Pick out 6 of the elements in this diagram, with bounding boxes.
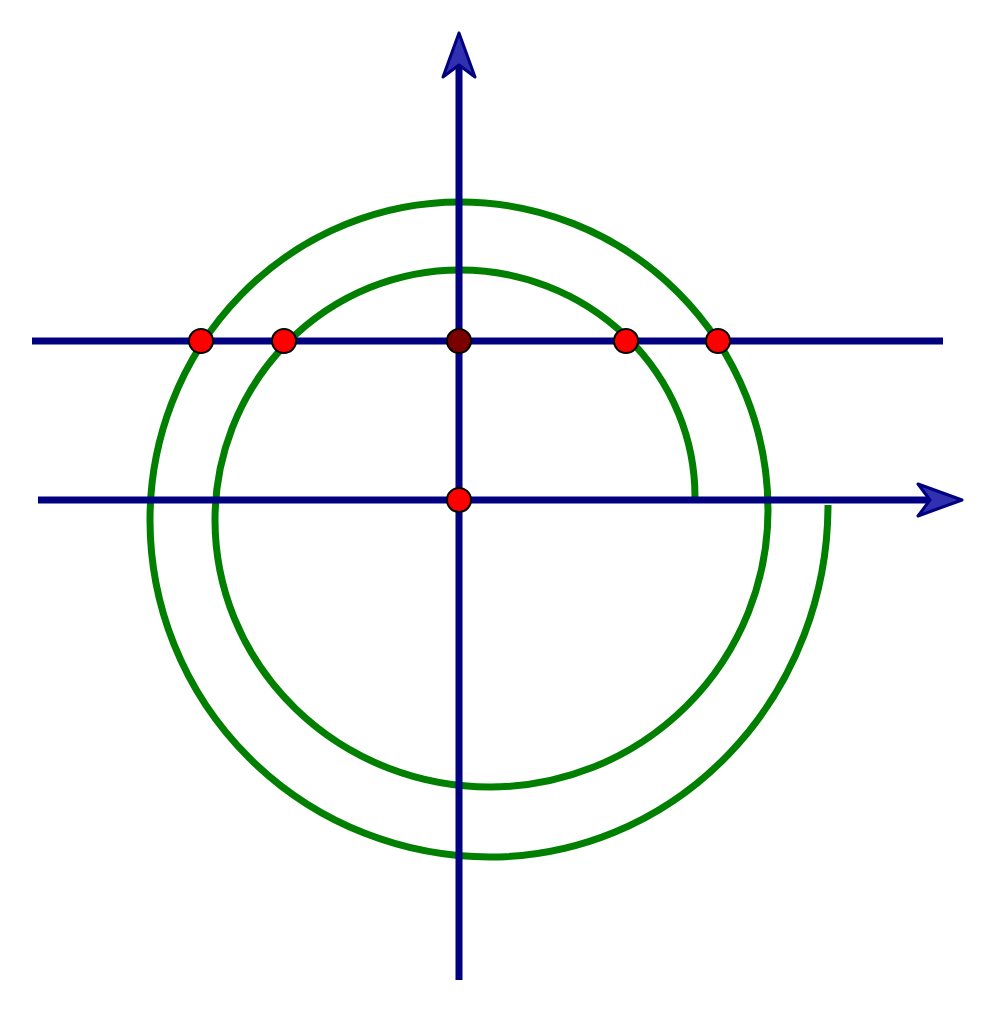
- point: [271, 328, 297, 354]
- point: [188, 328, 214, 354]
- point: [446, 328, 472, 354]
- point: [613, 328, 639, 354]
- point: [446, 487, 472, 513]
- point: [705, 328, 731, 354]
